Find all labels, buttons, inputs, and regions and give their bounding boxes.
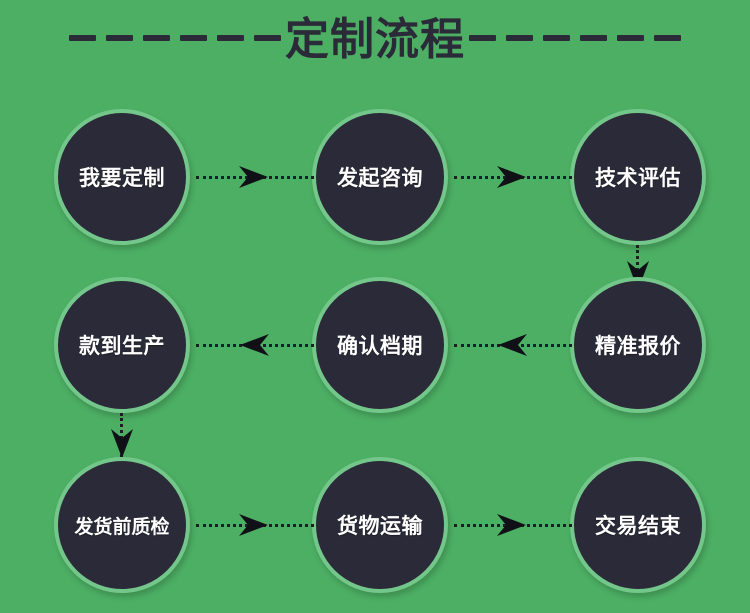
- title-dash-icon: [617, 35, 644, 41]
- flow-node-n5[interactable]: 确认档期: [312, 277, 448, 413]
- title-dash-icon: [180, 35, 207, 41]
- flow-node-n3[interactable]: 技术评估: [570, 109, 706, 245]
- flow-node-n9[interactable]: 交易结束: [570, 457, 706, 593]
- flow-node-label: 款到生产: [79, 334, 165, 358]
- connector-c6-arrow-down: [109, 413, 135, 475]
- flow-node-n6[interactable]: 精准报价: [570, 277, 706, 413]
- connector-c1-arrow-right: [196, 164, 314, 190]
- flow-node-label: 发起咨询: [337, 166, 423, 190]
- flow-node-n4[interactable]: 款到生产: [54, 277, 190, 413]
- flow-node-n2[interactable]: 发起咨询: [312, 109, 448, 245]
- arrow-left-icon: [495, 332, 529, 358]
- flow-node-label: 货物运输: [337, 514, 423, 538]
- title-dash-icon: [580, 35, 607, 41]
- flow-node-label: 我要定制: [79, 166, 165, 190]
- title-dash-icon: [543, 35, 570, 41]
- connector-c3-arrow-down: [625, 245, 651, 307]
- arrow-right-icon: [495, 164, 529, 190]
- title-dash-icon: [506, 35, 533, 41]
- arrow-left-icon: [237, 332, 271, 358]
- arrow-right-icon: [237, 512, 271, 538]
- title-dashes-left: [69, 35, 281, 45]
- connector-c7-arrow-right: [196, 512, 314, 538]
- title-dash-icon: [106, 35, 133, 41]
- flow-node-label: 交易结束: [595, 514, 681, 538]
- flow-node-label: 确认档期: [337, 334, 423, 358]
- page-title-text: 定制流程: [285, 14, 465, 65]
- arrow-down-icon: [625, 259, 651, 293]
- title-dashes-right: [469, 35, 681, 45]
- title-dash-icon: [254, 35, 281, 41]
- page-title: 定制流程: [0, 8, 750, 72]
- title-dash-icon: [217, 35, 244, 41]
- arrow-right-icon: [495, 512, 529, 538]
- arrow-right-icon: [237, 164, 271, 190]
- title-dash-icon: [143, 35, 170, 41]
- flow-node-label: 发货前质检: [74, 515, 170, 538]
- title-dash-icon: [469, 35, 496, 41]
- connector-c2-arrow-right: [454, 164, 572, 190]
- flow-node-n7[interactable]: 发货前质检: [54, 457, 190, 593]
- flow-node-label: 精准报价: [595, 334, 681, 358]
- title-dash-icon: [69, 35, 96, 41]
- flow-node-label: 技术评估: [595, 166, 681, 190]
- flow-node-n8[interactable]: 货物运输: [312, 457, 448, 593]
- connector-c8-arrow-right: [454, 512, 572, 538]
- connector-c4-arrow-left: [454, 332, 572, 358]
- title-dash-icon: [654, 35, 681, 41]
- flow-node-n1[interactable]: 我要定制: [54, 109, 190, 245]
- arrow-down-icon: [109, 427, 135, 461]
- connector-c5-arrow-left: [196, 332, 314, 358]
